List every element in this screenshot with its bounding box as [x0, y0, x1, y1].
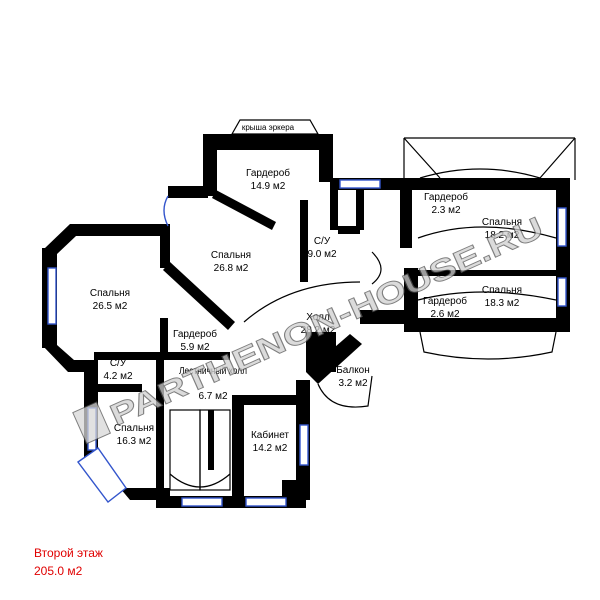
room-name: Гардероб	[246, 167, 290, 179]
room-area: 2.3 м2	[431, 205, 461, 216]
room-name: С/У	[110, 358, 127, 369]
room-area: 16.3 м2	[117, 436, 152, 447]
room-area: 26.8 м2	[214, 263, 249, 274]
roof-label: крыша эркера	[242, 123, 295, 132]
room-area: 6.7 м2	[198, 391, 228, 402]
roof-and-balconies	[169, 119, 576, 491]
room-labels: Гардероб 14.9 м2 Спальня 26.8 м2 С/У 9.0…	[90, 123, 522, 454]
room-area: 3.2 м2	[338, 378, 368, 389]
floor-area: 205.0 м2	[34, 564, 83, 578]
room-name: Спальня	[90, 288, 130, 299]
room-area: 14.2 м2	[253, 443, 288, 454]
inner-walls	[94, 178, 556, 490]
room-name: Спальня	[482, 217, 522, 228]
room-area: 18.2 м2	[485, 230, 520, 241]
room-name: Кабинет	[251, 429, 289, 441]
room-name: Спальня	[114, 423, 154, 434]
room-area: 28.2 м2	[301, 325, 336, 336]
room-name: Холл	[306, 312, 330, 323]
room-name: Гардероб	[424, 191, 468, 203]
floor-title: Второй этаж	[34, 546, 103, 560]
room-name: Лестничный холл	[179, 366, 247, 377]
room-name: Гардероб	[423, 295, 467, 307]
room-name: Спальня	[211, 250, 251, 261]
room-area: 4.2 м2	[103, 371, 133, 382]
room-area: 9.0 м2	[307, 249, 337, 260]
room-area: 14.9 м2	[251, 181, 286, 192]
room-area: 26.5 м2	[93, 301, 128, 312]
room-name: Балкон	[336, 365, 370, 376]
room-area: 18.3 м2	[485, 298, 520, 309]
room-name: Спальня	[482, 285, 522, 296]
room-area: 2.6 м2	[430, 309, 460, 320]
room-name: С/У	[314, 236, 331, 247]
room-name: Гардероб	[173, 328, 217, 340]
room-area: 5.9 м2	[180, 342, 210, 353]
